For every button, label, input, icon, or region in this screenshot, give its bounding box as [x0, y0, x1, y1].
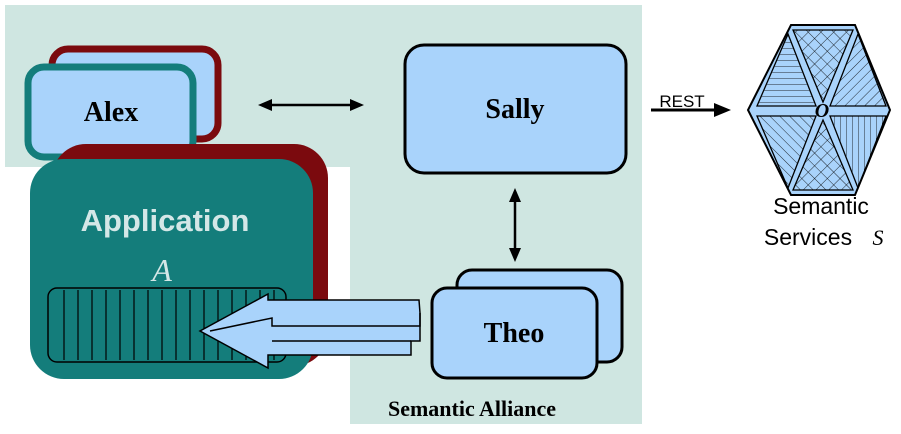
application-label: Application [81, 203, 250, 238]
alex-sally-arrow [258, 99, 364, 111]
sally-label: Sally [485, 94, 544, 125]
alex-label: Alex [84, 97, 138, 128]
application-symbol: A [150, 252, 172, 288]
services-center-symbol: O [815, 100, 829, 122]
sally-node[interactable]: Sally [403, 43, 628, 175]
services-label-line1: Semantic [773, 193, 869, 219]
theo-node[interactable]: Theo [430, 268, 624, 380]
services-symbol: S [873, 225, 884, 250]
rest-label: REST [659, 92, 704, 111]
theo-label: Theo [484, 318, 545, 349]
alliance-label: Semantic Alliance [388, 396, 556, 421]
theo-to-application-arrow [198, 292, 421, 370]
hexagon-services-icon: O [746, 24, 892, 196]
alex-node[interactable]: Alex [24, 45, 222, 161]
services-label-line2: Services [764, 224, 852, 250]
sally-theo-arrow [509, 188, 521, 262]
rest-arrow: REST [651, 92, 731, 117]
